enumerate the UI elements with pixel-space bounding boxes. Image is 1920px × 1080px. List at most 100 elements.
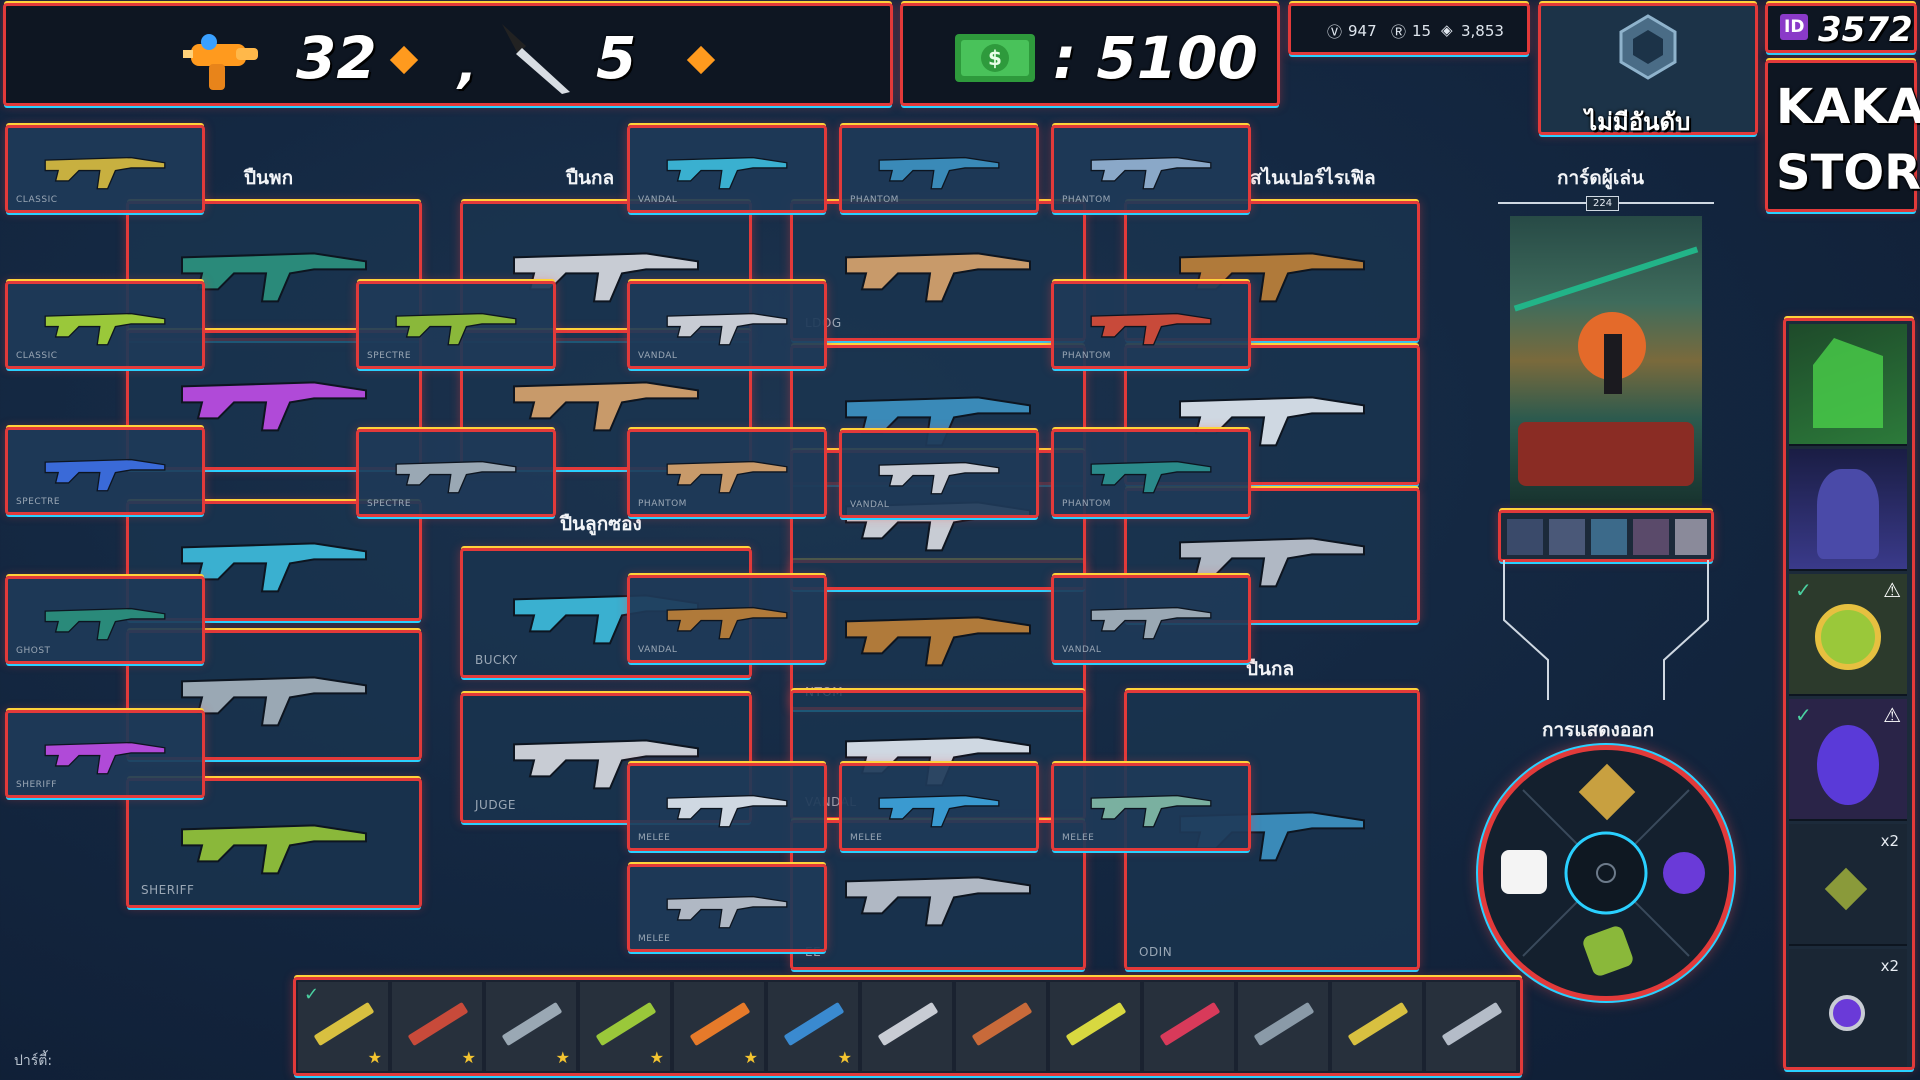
melee-skin-image (1441, 1001, 1503, 1047)
purple-flame-art (1817, 725, 1879, 805)
weapon-card-small[interactable]: SPECTRE (356, 281, 556, 369)
spray-right-flame-icon[interactable] (1663, 852, 1705, 894)
money-value: : 5100 (1053, 24, 1258, 92)
weapon-card-small[interactable]: MELEE (1051, 763, 1251, 851)
favorite-star-icon: ★ (743, 1048, 758, 1067)
weapon-card-label: SPECTRE (367, 499, 412, 509)
weapon-card-small[interactable]: VANDAL (839, 430, 1039, 518)
melee-skin-image (971, 1001, 1033, 1047)
expression-wheel[interactable] (1478, 745, 1734, 1001)
weapon-card-small[interactable]: MELEE (627, 864, 827, 952)
weapon-card-small[interactable]: CLASSIC (5, 281, 205, 369)
sidebar-slot-buddy-1[interactable]: x2 (1789, 824, 1907, 946)
weapon-skin-image (44, 312, 166, 346)
sidebar-slot-gun-buddy[interactable] (1789, 324, 1907, 446)
weapon-card-small[interactable]: SHERIFF (5, 710, 205, 798)
melee-slot[interactable]: ★ (768, 982, 860, 1071)
weapon-skin-image (513, 252, 699, 303)
favorite-star-icon: ★ (649, 1048, 664, 1067)
orb-charm-art (1829, 995, 1865, 1031)
melee-skin-image (1253, 1001, 1315, 1047)
melee-slot[interactable]: ★ (674, 982, 766, 1071)
melee-slot[interactable] (956, 982, 1048, 1071)
melee-skin-image (313, 1001, 375, 1047)
melee-skin-image (501, 1001, 563, 1047)
weapon-card-label: SPECTRE (16, 497, 61, 507)
weapon-card-small[interactable]: MELEE (627, 763, 827, 851)
weapon-skin-image (1179, 252, 1365, 303)
sidebar-slot-spray-2[interactable]: ✓ ⚠ (1789, 699, 1907, 821)
card-buddy-strip[interactable] (1498, 510, 1714, 562)
weapon-skin-image (513, 381, 699, 432)
weapon-card-small[interactable]: SPECTRE (5, 427, 205, 515)
weapon-card-small[interactable]: PHANTOM (839, 125, 1039, 213)
melee-slot[interactable] (1238, 982, 1330, 1071)
currency-panel: Ⓥ 947 Ⓡ 15 ◈ 3,853 (1288, 3, 1530, 55)
melee-slot[interactable]: ✓★ (298, 982, 390, 1071)
weapon-skin-image (845, 252, 1031, 303)
weapon-card-small[interactable]: MELEE (839, 763, 1039, 851)
weapon-card-label: SPECTRE (367, 351, 412, 361)
melee-skin-image (689, 1001, 751, 1047)
melee-slot[interactable] (1144, 982, 1236, 1071)
weapon-panel-large[interactable] (126, 501, 422, 621)
player-card-art[interactable] (1510, 216, 1702, 506)
unranked-emblem-icon (1619, 14, 1677, 80)
weapon-card-small[interactable]: PHANTOM (627, 429, 827, 517)
knife-icon (502, 24, 570, 94)
spray-left-cat-icon[interactable] (1501, 850, 1547, 894)
weapon-card-small[interactable]: SPECTRE (356, 429, 556, 517)
weapon-card-label: MELEE (1062, 833, 1095, 843)
weapon-card-label: VANDAL (638, 645, 678, 655)
weapon-card-small[interactable]: PHANTOM (1051, 429, 1251, 517)
weapon-skin-image (666, 606, 788, 640)
melee-slot[interactable]: ★ (486, 982, 578, 1071)
weapon-card-small[interactable]: VANDAL (1051, 575, 1251, 663)
weapon-panel-large[interactable]: LDOG (790, 201, 1086, 341)
melee-skin-image (1065, 1001, 1127, 1047)
vp-value: 947 (1348, 22, 1377, 40)
weapon-card-small[interactable]: PHANTOM (1051, 125, 1251, 213)
weapon-card-label: VANDAL (638, 351, 678, 361)
sidebar-slot-buddy-2[interactable]: x2 (1789, 949, 1907, 1067)
store-logo-line2: STORE (1776, 145, 1920, 201)
weapon-card-small[interactable]: CLASSIC (5, 125, 205, 213)
melee-slot[interactable] (862, 982, 954, 1071)
weapon-panel-large[interactable]: SHERIFF (126, 778, 422, 908)
buddy-thumb (1549, 519, 1585, 555)
weapon-skin-image (1090, 794, 1212, 828)
weapon-card-small[interactable]: VANDAL (627, 125, 827, 213)
melee-skin-image (877, 1001, 939, 1047)
weapon-card-label: MELEE (850, 833, 883, 843)
vp-icon: Ⓥ (1327, 23, 1343, 41)
weapon-card-label: VANDAL (1062, 645, 1102, 655)
svg-text:$: $ (988, 46, 1002, 70)
weapon-card-label: GHOST (16, 646, 51, 656)
favorite-star-icon: ★ (837, 1048, 852, 1067)
melee-slot[interactable] (1426, 982, 1518, 1071)
weapon-card-small[interactable]: PHANTOM (1051, 281, 1251, 369)
weapon-skin-image (44, 458, 166, 492)
weapon-skin-image (1090, 156, 1212, 190)
weapon-card-label: SHERIFF (16, 780, 57, 790)
green-spray-art (1813, 338, 1883, 428)
melee-slot[interactable] (1050, 982, 1142, 1071)
weapon-skin-image (666, 156, 788, 190)
weapon-card-label: VANDAL (850, 500, 890, 510)
melee-slot[interactable]: ★ (580, 982, 672, 1071)
weapon-card-small[interactable]: GHOST (5, 576, 205, 664)
weapon-card-small[interactable]: VANDAL (627, 281, 827, 369)
kingdom-credit-value: 3,853 (1461, 22, 1504, 40)
hooded-figure-art (1817, 469, 1879, 559)
melee-slot[interactable]: ★ (392, 982, 484, 1071)
weapon-card-label: MELEE (638, 934, 671, 944)
sidebar-slot-reaver-card[interactable] (1789, 449, 1907, 571)
equipped-check-icon: ✓ (304, 984, 320, 1005)
sidebar-slot-spray-1[interactable]: ✓ ⚠ (1789, 574, 1907, 696)
money-panel: $ : 5100 (900, 3, 1280, 106)
category-title-rifles: ปืนกล (566, 167, 615, 189)
kingdom-credit-icon: ◈ (1441, 21, 1453, 39)
weapon-card-label: CLASSIC (16, 351, 58, 361)
melee-slot[interactable] (1332, 982, 1424, 1071)
weapon-card-small[interactable]: VANDAL (627, 575, 827, 663)
